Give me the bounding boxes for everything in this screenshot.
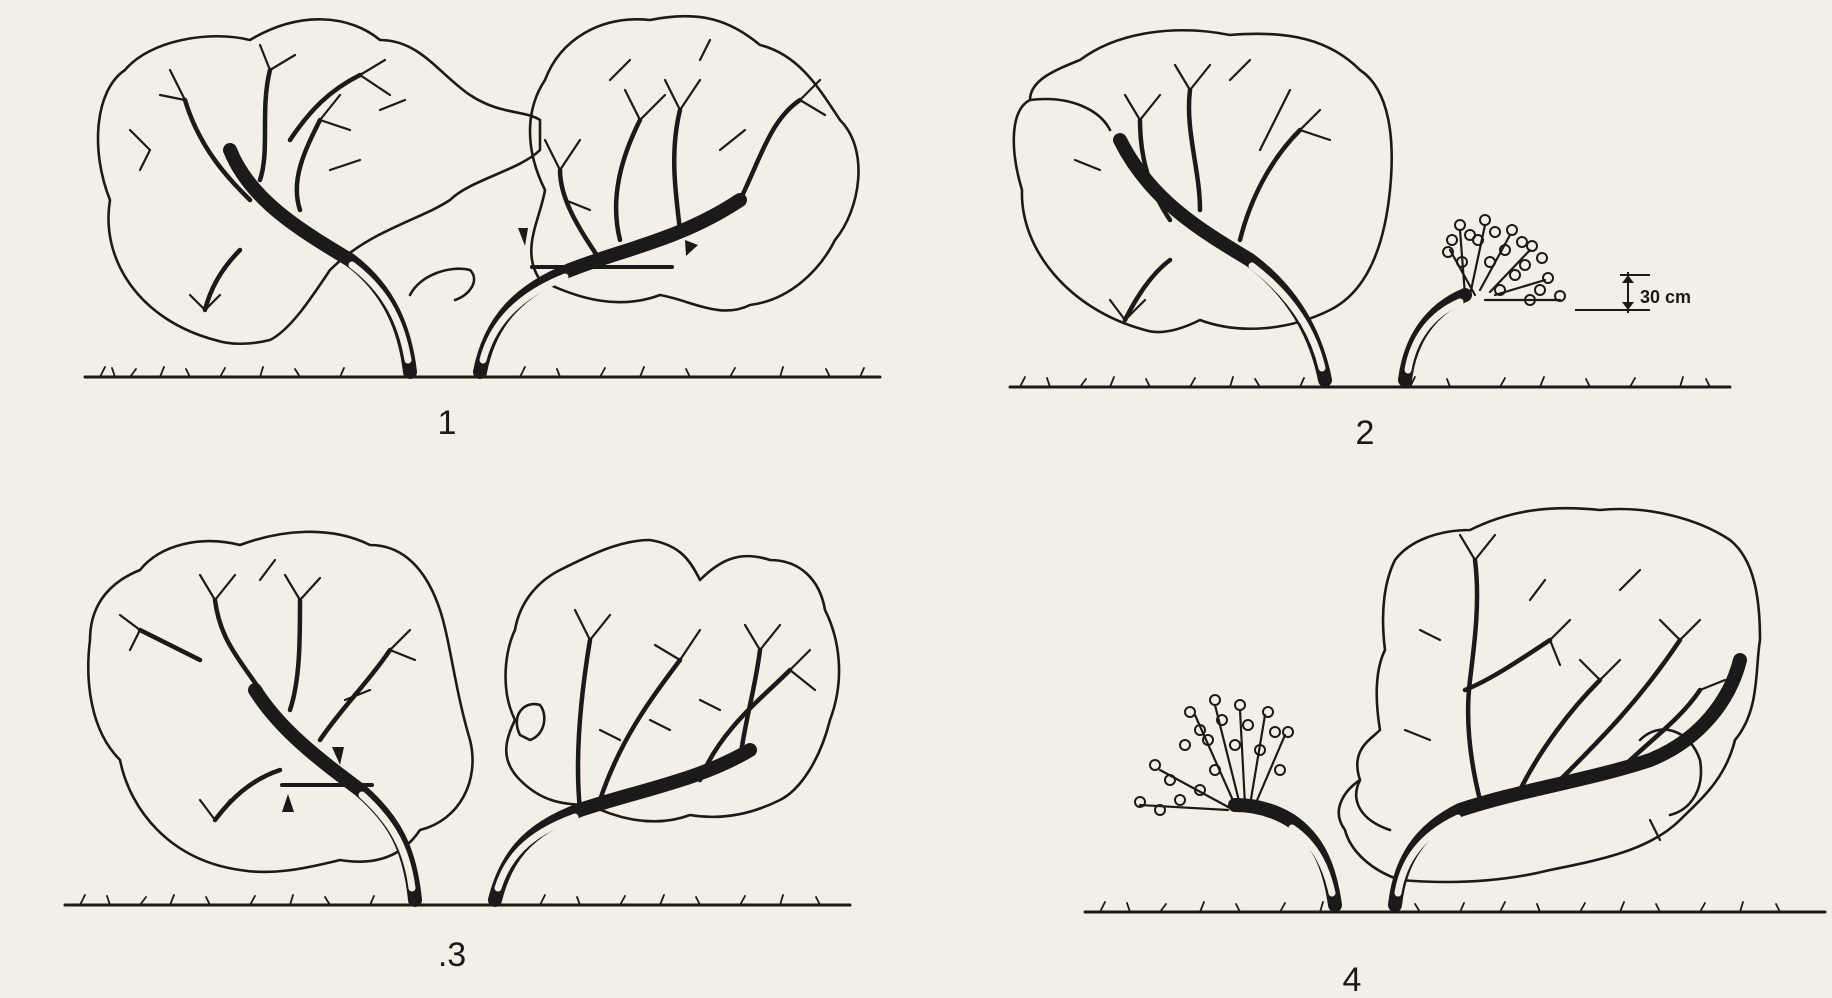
panel-number: .3	[438, 936, 466, 974]
panel-2: 30 cm 2	[1010, 30, 1730, 452]
regrowth-sprouts	[1135, 695, 1293, 815]
branches	[1465, 560, 1700, 800]
trunk-left	[230, 150, 410, 372]
cut-marker-icon	[282, 794, 294, 812]
panel-number: 4	[1343, 961, 1362, 998]
twigs-left	[120, 560, 415, 820]
canopy-bud	[517, 704, 545, 740]
panel-4: 4	[1085, 508, 1825, 998]
cut-marker-icon	[518, 228, 528, 246]
panel-1: 1	[85, 16, 880, 442]
twigs-right	[545, 40, 825, 210]
canopy-gap-bump	[410, 269, 474, 300]
trunk-right	[1395, 660, 1740, 905]
twigs	[1075, 60, 1330, 320]
canopy-left	[88, 532, 472, 872]
twigs	[1405, 535, 1725, 840]
scale-bar: 30 cm	[1575, 272, 1691, 313]
panel-number: 2	[1356, 414, 1375, 452]
panel-number: 1	[438, 404, 457, 442]
cut-marker-icon	[685, 240, 698, 256]
trunk-right	[495, 750, 750, 900]
branches-left	[185, 70, 360, 310]
trunk-right	[480, 200, 740, 372]
panel-3: .3	[65, 532, 850, 974]
twigs-right	[575, 610, 815, 740]
trunk-left	[1120, 140, 1325, 380]
canopy-inner-left	[1356, 780, 1390, 830]
scale-label: 30 cm	[1640, 287, 1691, 307]
canopy-inner-line	[1030, 99, 1110, 130]
canopy-left	[98, 19, 540, 343]
